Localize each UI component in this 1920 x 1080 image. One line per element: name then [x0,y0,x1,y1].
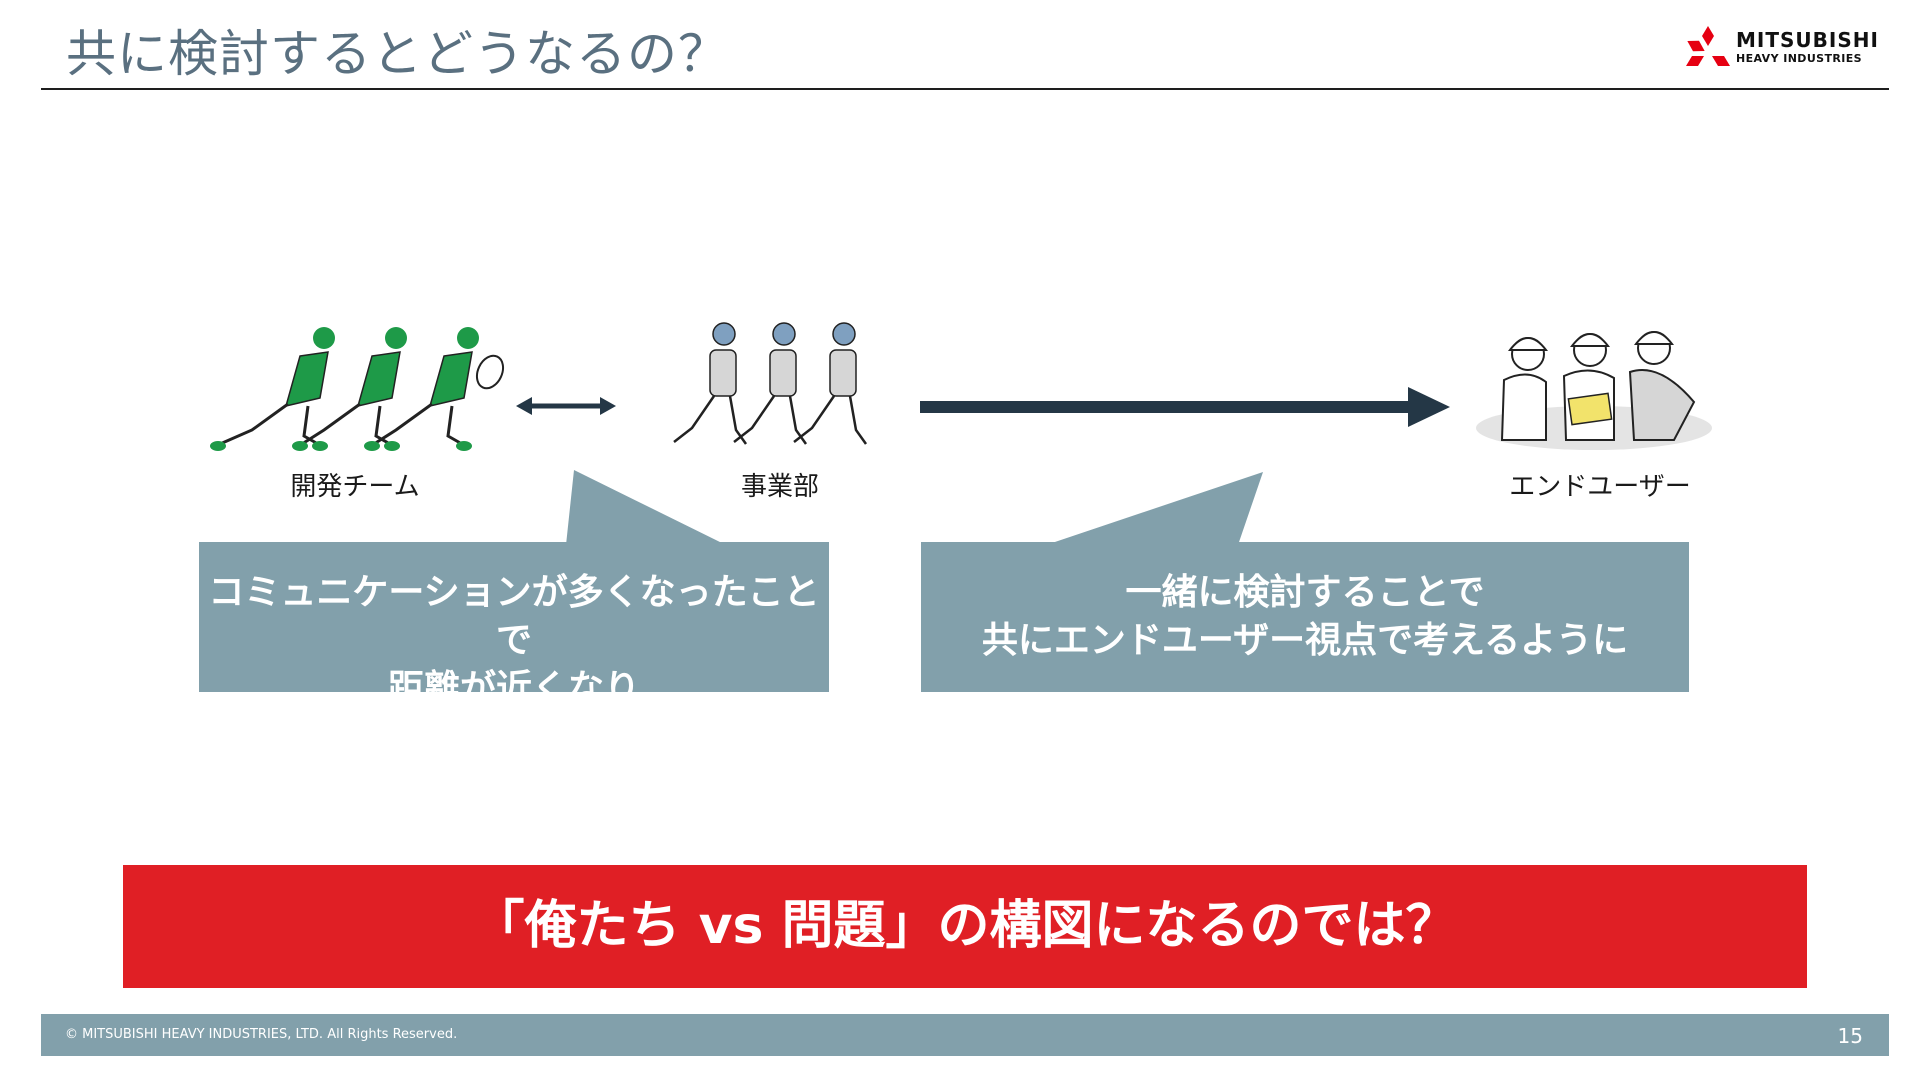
logo-text-line2: HEAVY INDUSTRIES [1736,52,1862,65]
page-number: 15 [1838,1024,1863,1048]
walking-person-icon [674,323,746,444]
speech-bubble-left: コミュニケーションが多くなったことで 距離が近くなり [199,542,829,692]
footer-bar: © MITSUBISHI HEAVY INDUSTRIES, LTD. All … [41,1014,1889,1056]
end-users-illustration [1474,310,1714,450]
bubble-right-line1: 一緒に検討することで [921,569,1689,617]
double-arrow-icon [516,394,616,418]
helmet-worker-icon [1564,334,1614,440]
business-people-illustration [664,320,884,460]
label-end-user: エンドユーザー [1505,466,1695,503]
label-dev-team: 開発チーム [270,466,440,503]
logo-text-line1: MITSUBISHI [1736,28,1879,52]
mitsubishi-logo: MITSUBISHI HEAVY INDUSTRIES [1686,24,1890,68]
three-diamonds-icon [1686,26,1730,66]
rugby-player-icon [210,327,335,451]
helmet-worker-icon [1502,338,1546,440]
speech-bubble-right: 一緒に検討することで 共にエンドユーザー視点で考えるように [921,542,1689,692]
label-business-unit: 事業部 [720,466,840,503]
bubble-left-line1: コミュニケーションが多くなったことで [199,569,829,665]
rugby-ball-icon [472,352,508,393]
right-arrow-icon [920,387,1450,427]
conclusion-banner: 「俺たち vs 問題」の構図になるのでは？ [123,865,1807,988]
bubble-left-line2: 距離が近くなり [199,665,829,713]
bubble-right-line2: 共にエンドユーザー視点で考えるように [921,617,1689,665]
title-divider [41,88,1889,90]
rugby-team-illustration [208,320,508,460]
copyright-text: © MITSUBISHI HEAVY INDUSTRIES, LTD. All … [65,1027,457,1042]
walking-person-icon [794,323,866,444]
walking-person-icon [734,323,806,444]
page-title: 共に検討するとどうなるの？ [66,14,729,86]
